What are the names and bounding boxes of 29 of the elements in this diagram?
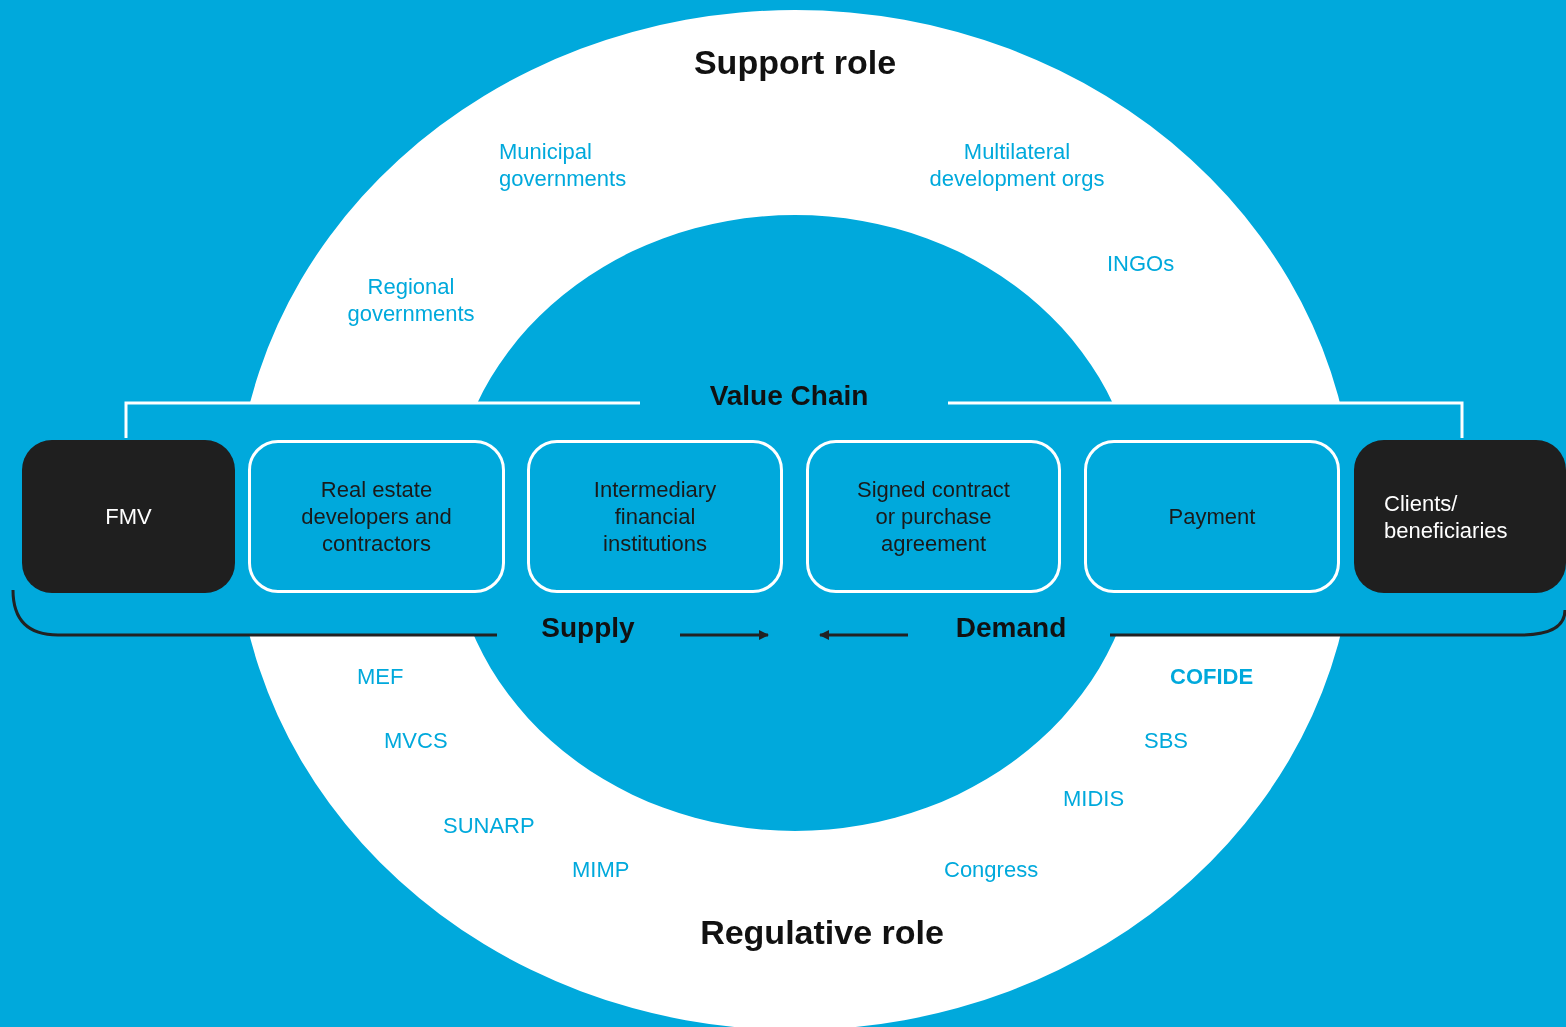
role-heading: Regulative role	[700, 912, 944, 952]
organization-label: MEF	[357, 663, 404, 690]
node-label: Payment	[1168, 503, 1256, 530]
section-heading: Demand	[955, 612, 1067, 644]
organization-label: COFIDE	[1170, 663, 1254, 690]
node-label: Intermediary financial institutions	[592, 476, 718, 557]
process-box	[248, 440, 505, 593]
organization-label: SBS	[1144, 727, 1189, 754]
organization-label: MIMP	[572, 856, 630, 883]
organization-label: INGOs	[1107, 250, 1175, 277]
actor-box	[1354, 440, 1566, 593]
actor-box	[22, 440, 235, 593]
organization-label: SUNARP	[443, 812, 535, 839]
process-box	[527, 440, 783, 593]
node-label: Clients/ beneficiaries	[1384, 489, 1509, 544]
organization-label: Municipal governments	[499, 138, 628, 192]
organization-label: MVCS	[384, 727, 448, 754]
section-heading: Value Chain	[709, 380, 869, 412]
organization-label: Congress	[944, 856, 1039, 883]
role-heading: Support role	[693, 42, 897, 82]
node-label: FMV	[105, 503, 152, 530]
process-box	[806, 440, 1061, 593]
section-heading: Supply	[541, 612, 635, 644]
organization-label: Multilateral development orgs	[928, 138, 1106, 192]
node-label: Signed contract or purchase agreement	[856, 476, 1011, 557]
process-box	[1084, 440, 1340, 593]
organization-label: MIDIS	[1063, 785, 1125, 812]
organization-label: Regional governments	[346, 273, 476, 327]
node-label: Real estate developers and contractors	[300, 476, 453, 557]
